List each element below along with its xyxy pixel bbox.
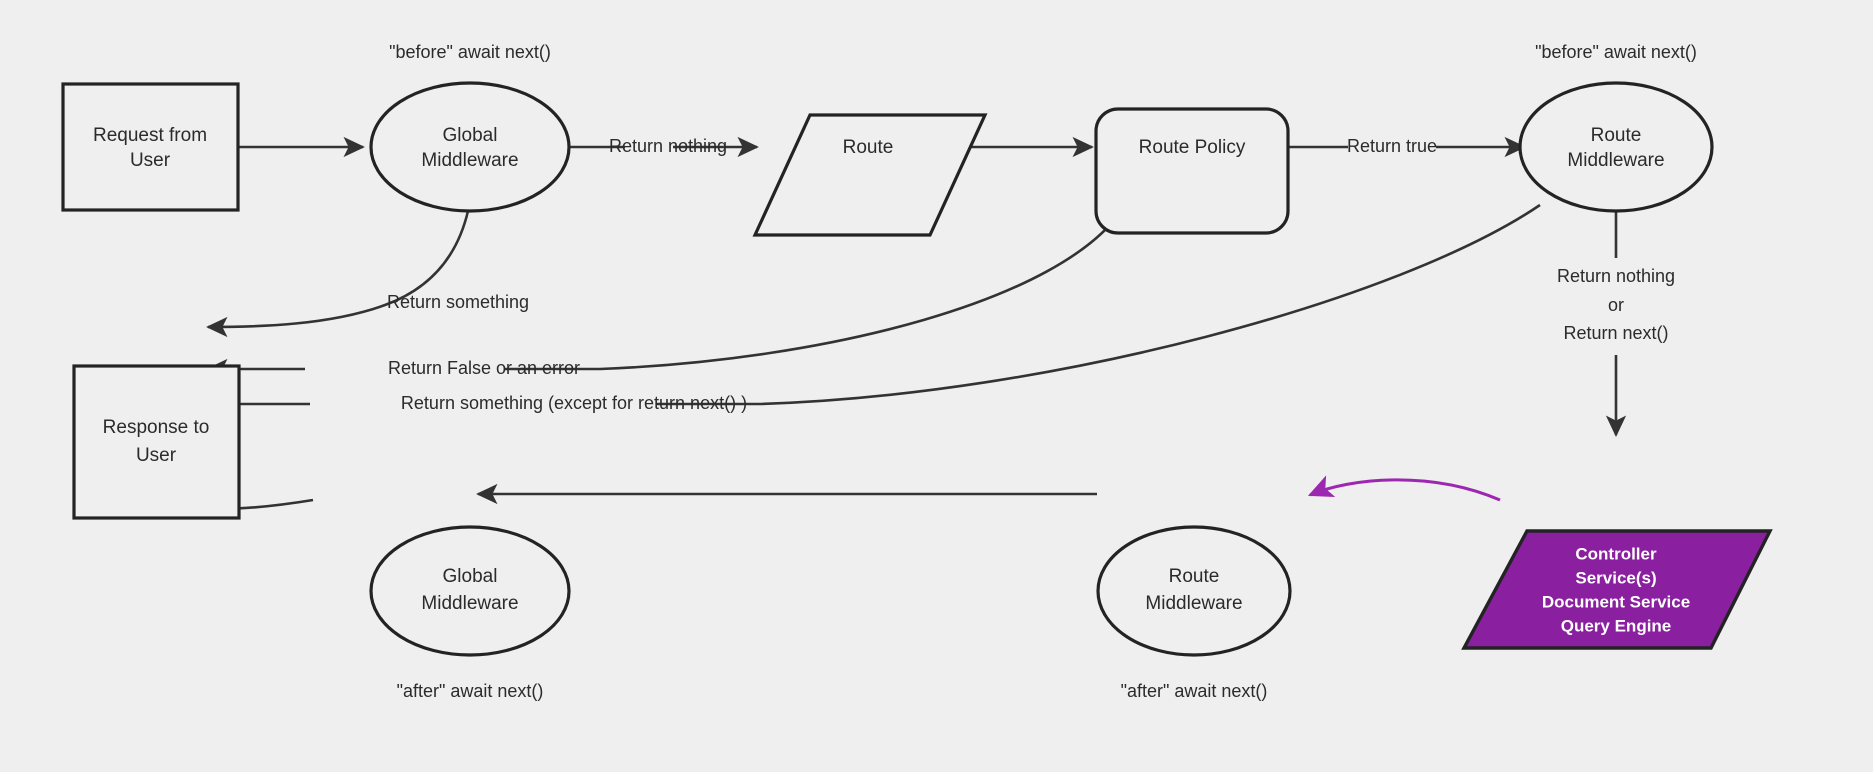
- node-response-to-user[interactable]: Response to User: [72, 364, 241, 520]
- annotation-before-await-next-route: "before" await next(): [1535, 42, 1697, 62]
- node-route[interactable]: Route: [752, 113, 988, 237]
- node-request-from-user[interactable]: Request from User: [61, 82, 240, 212]
- edge-label-return-something-except-next: Return something (except for return next…: [401, 393, 747, 413]
- node-global-middleware-bottom[interactable]: Global Middleware: [369, 525, 571, 657]
- annotation-before-await-next-global: "before" await next(): [389, 42, 551, 62]
- node-route-middleware-top-line2: Middleware: [1567, 150, 1664, 171]
- node-global-middleware-top[interactable]: Global Middleware: [369, 81, 571, 213]
- node-controller-services-line3: Document Service: [1542, 592, 1690, 611]
- node-controller-services-line2: Service(s): [1575, 568, 1656, 587]
- annotation-after-await-next-global: "after" await next(): [397, 681, 544, 701]
- edge-label-return-true: Return true: [1347, 136, 1437, 156]
- node-controller-services-line1: Controller: [1575, 544, 1657, 563]
- edge-label-return-nothing-or-2: or: [1608, 295, 1624, 315]
- edge-label-return-nothing-or-3: Return next(): [1563, 323, 1668, 343]
- edge-label-return-something: Return something: [387, 292, 529, 312]
- node-route-middleware-bottom[interactable]: Route Middleware: [1096, 525, 1292, 657]
- node-route-label: Route: [843, 137, 894, 158]
- node-response-to-user-line1: Response to: [103, 417, 210, 438]
- node-response-to-user-line2: User: [136, 445, 177, 466]
- node-global-middleware-top-line1: Global: [443, 125, 498, 146]
- node-controller-services[interactable]: Controller Service(s) Document Service Q…: [1461, 529, 1773, 650]
- node-request-from-user-line2: User: [130, 150, 171, 171]
- node-route-middleware-top[interactable]: Route Middleware: [1518, 81, 1714, 213]
- edge-label-return-false-or-error: Return False or an error: [388, 358, 580, 378]
- node-route-policy-label: Route Policy: [1139, 137, 1246, 158]
- node-route-middleware-bottom-line2: Middleware: [1145, 593, 1242, 614]
- node-route-middleware-bottom-line1: Route: [1169, 566, 1220, 587]
- edge-route-policy-return-false: [208, 209, 1124, 369]
- node-global-middleware-bottom-line2: Middleware: [421, 593, 518, 614]
- node-request-from-user-line1: Request from: [93, 125, 207, 146]
- node-route-policy[interactable]: Route Policy: [1094, 107, 1290, 235]
- edge-label-return-nothing-or-1: Return nothing: [1557, 266, 1675, 286]
- edge-global-middleware-return-something: [206, 210, 470, 338]
- edge-label-return-nothing: Return nothing: [609, 136, 727, 156]
- node-route-middleware-top-line1: Route: [1591, 125, 1642, 146]
- node-controller-services-line4: Query Engine: [1561, 616, 1672, 635]
- node-global-middleware-top-line2: Middleware: [421, 150, 518, 171]
- annotation-after-await-next-route: "after" await next(): [1121, 681, 1268, 701]
- edge-controller-to-route-middleware-bottom: [1307, 475, 1501, 502]
- node-global-middleware-bottom-line1: Global: [443, 566, 498, 587]
